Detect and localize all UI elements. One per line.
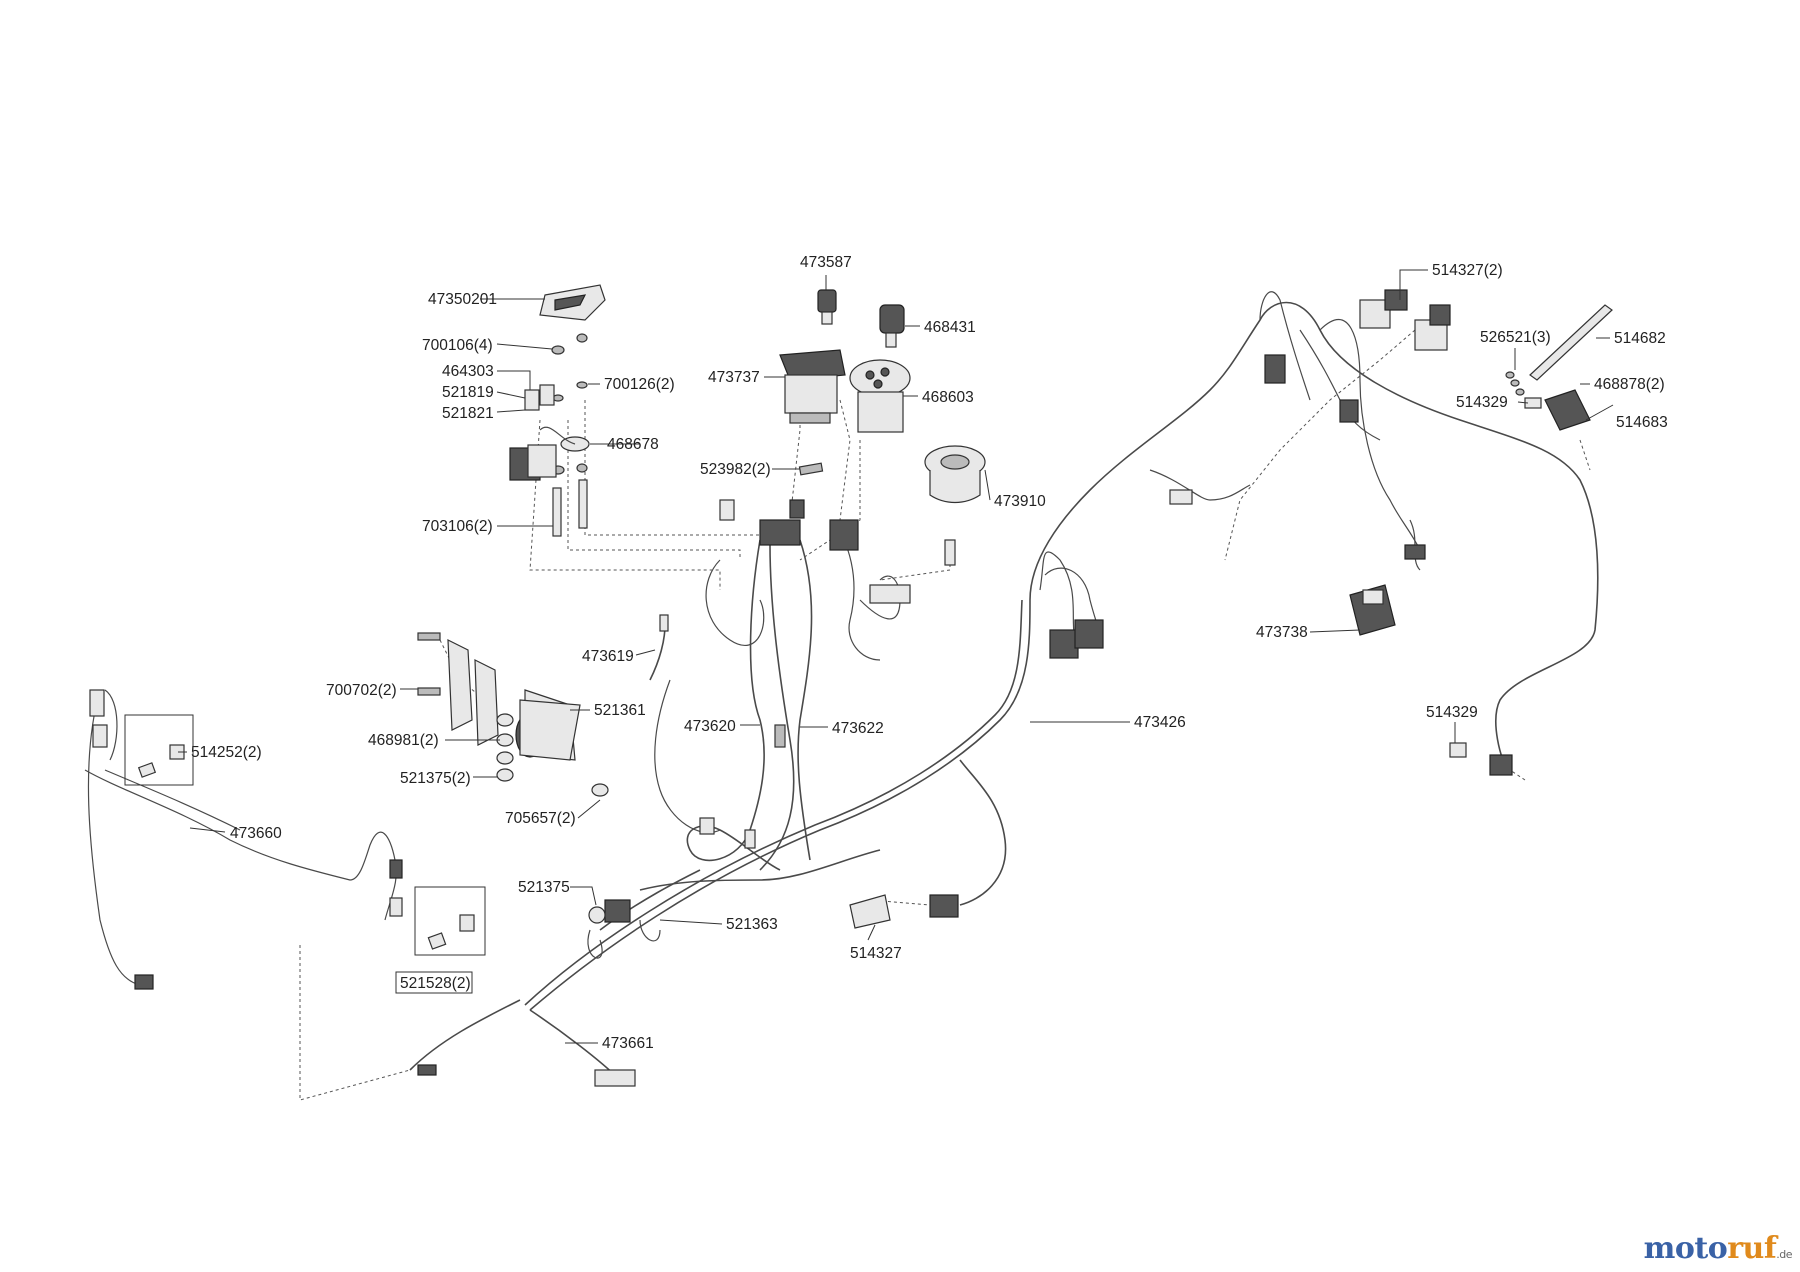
brand-logo: motoruf.de xyxy=(1643,1231,1793,1266)
ignition-468603 xyxy=(849,359,911,433)
label-473661: 473661 xyxy=(602,1035,654,1052)
label-468431: 468431 xyxy=(924,319,976,336)
module-514683 xyxy=(1505,371,1591,431)
switch-514327 xyxy=(849,894,959,929)
label-468678: 468678 xyxy=(607,436,659,453)
label-521821: 521821 xyxy=(442,405,494,422)
brand-part1: moto xyxy=(1643,1231,1728,1266)
key-468431 xyxy=(879,304,905,348)
harness-473661 xyxy=(409,999,621,1081)
terminal-521375 xyxy=(588,906,606,924)
label-468878-2: 468878(2) xyxy=(1594,376,1665,393)
leader-lines xyxy=(178,269,1614,1044)
cable-473619 xyxy=(649,614,669,681)
label-514252-2: 514252(2) xyxy=(191,744,262,761)
label-473660: 473660 xyxy=(230,825,282,842)
label-514329-top: 514329 xyxy=(1456,394,1508,411)
label-468981-2: 468981(2) xyxy=(368,732,439,749)
solenoid-assembly xyxy=(417,632,609,797)
label-514682: 514682 xyxy=(1614,330,1666,347)
label-521375-2: 521375(2) xyxy=(400,770,471,787)
label-514329-bottom: 514329 xyxy=(1426,704,1478,721)
label-700106-4: 700106(4) xyxy=(422,337,493,354)
label-514327-2: 514327(2) xyxy=(1432,262,1503,279)
harness-473620-473622 xyxy=(587,519,901,959)
bar-514682 xyxy=(1529,304,1613,381)
washer-stack xyxy=(551,333,590,537)
brand-part2: ruf xyxy=(1727,1231,1777,1266)
label-526521-3: 526521(3) xyxy=(1480,329,1551,346)
label-473587: 473587 xyxy=(800,254,852,271)
switch-473737 xyxy=(779,349,846,424)
switch-514327-pair xyxy=(1359,289,1451,351)
harness-connectors xyxy=(604,354,1426,923)
switch-473738 xyxy=(1349,584,1396,636)
label-521363: 521363 xyxy=(726,916,778,933)
label-523982-2: 523982(2) xyxy=(700,461,771,478)
label-473619: 473619 xyxy=(582,648,634,665)
relay-group xyxy=(509,384,576,481)
bracket-47350201 xyxy=(539,284,606,321)
label-700702-2: 700702(2) xyxy=(326,682,397,699)
label-703106-2: 703106(2) xyxy=(422,518,493,535)
connector-514329 xyxy=(1449,742,1513,776)
label-521528-2: 521528(2) xyxy=(400,975,471,992)
sensor-473910 xyxy=(924,445,986,566)
brand-tld: .de xyxy=(1776,1248,1792,1261)
label-473738: 473738 xyxy=(1256,624,1308,641)
label-521375: 521375 xyxy=(518,879,570,896)
label-473910: 473910 xyxy=(994,493,1046,510)
label-47350201: 47350201 xyxy=(428,291,497,308)
label-521361: 521361 xyxy=(594,702,646,719)
fuse-523982 xyxy=(798,462,824,476)
switch-473587 xyxy=(817,289,837,325)
part-labels: 47350201 700106(4) 464303 521819 521821 … xyxy=(191,254,1668,1052)
label-521819: 521819 xyxy=(442,384,494,401)
label-473622: 473622 xyxy=(832,720,884,737)
label-473426: 473426 xyxy=(1134,714,1186,731)
label-473737: 473737 xyxy=(708,369,760,386)
label-464303: 464303 xyxy=(442,363,494,380)
connector-473661 xyxy=(594,1069,636,1087)
label-700126-2: 700126(2) xyxy=(604,376,675,393)
plug-521528 xyxy=(134,859,486,1076)
label-705657-2: 705657(2) xyxy=(505,810,576,827)
plug-514252 xyxy=(89,689,194,786)
label-514683: 514683 xyxy=(1616,414,1668,431)
label-473620: 473620 xyxy=(684,718,736,735)
label-514327: 514327 xyxy=(850,945,902,962)
label-468603: 468603 xyxy=(922,389,974,406)
dashed-guides xyxy=(299,329,1591,1101)
label-521528-box xyxy=(395,971,473,994)
